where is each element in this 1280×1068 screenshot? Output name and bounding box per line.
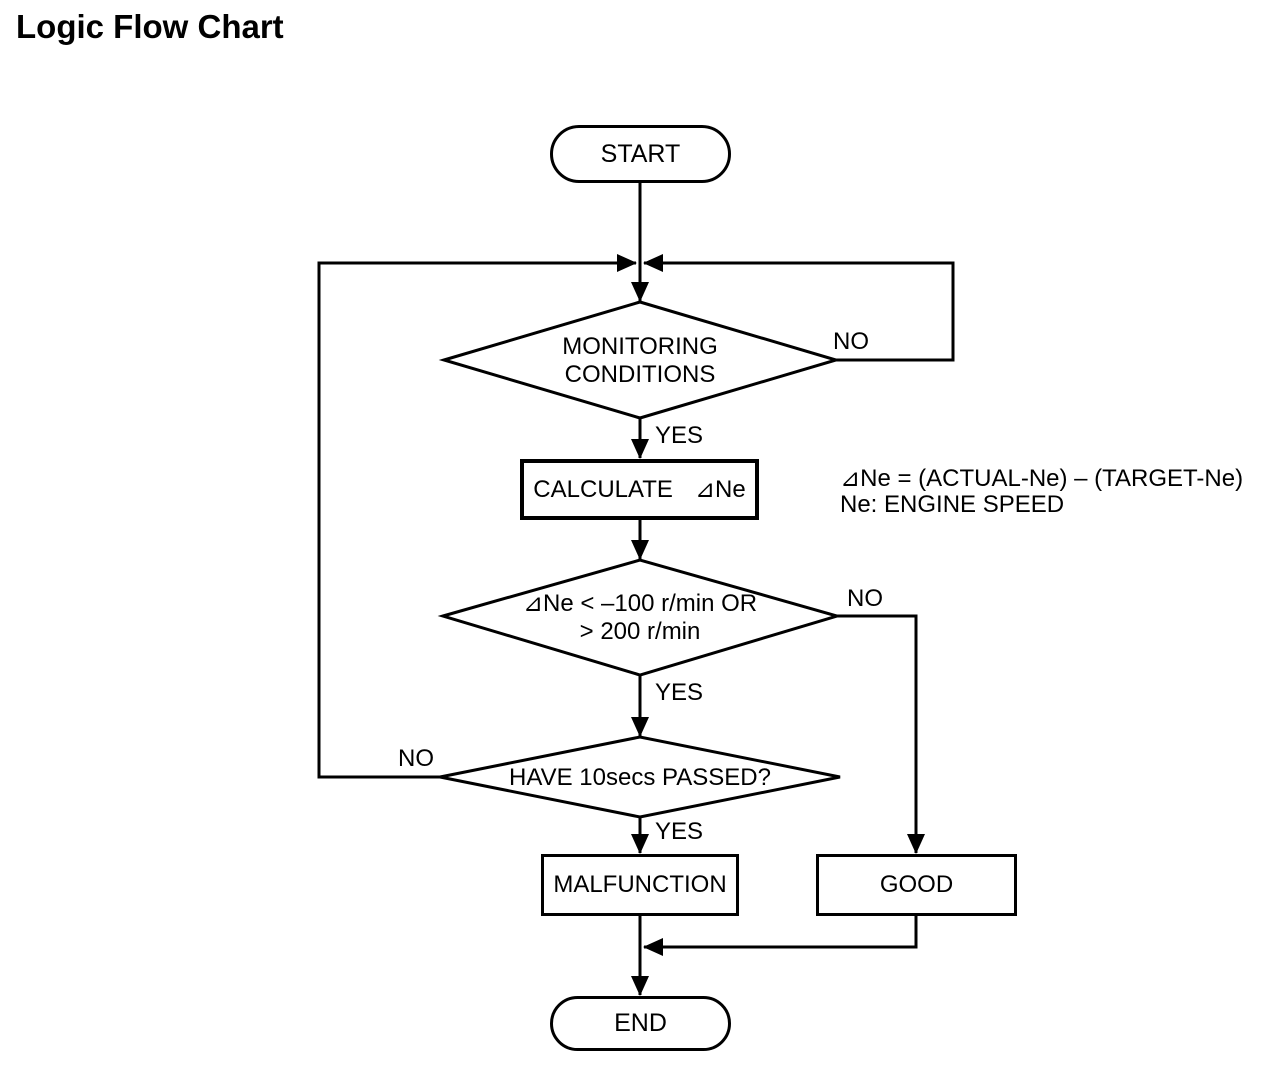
calculate-label-group: CALCULATE ⊿Ne <box>533 475 745 504</box>
edge-passed-no-loop <box>317 254 637 779</box>
page-title: Logic Flow Chart <box>16 8 284 45</box>
passed-decision-shape <box>439 735 841 819</box>
start-terminator: START <box>550 125 731 183</box>
edge-good-to-end <box>643 916 918 956</box>
end-terminator: END <box>550 996 731 1051</box>
edge-monitoring-no-loop <box>643 254 955 362</box>
good-process: GOOD <box>816 854 1017 916</box>
monitoring-yes-label: YES <box>655 422 704 449</box>
malfunction-process: MALFUNCTION <box>541 854 739 916</box>
threshold-yes-label: YES <box>655 679 704 706</box>
annotation-line1: ⊿Ne = (ACTUAL-Ne) – (TARGET-Ne) <box>840 465 1244 492</box>
threshold-decision-label: ⊿Ne < –100 r/min OR > 200 r/min <box>522 590 758 645</box>
monitoring-decision-label: MONITORING CONDITIONS <box>562 333 718 388</box>
annotation-note: ⊿Ne = (ACTUAL-Ne) – (TARGET-Ne) Ne: ENGI… <box>840 466 1243 518</box>
calculate-operand: ⊿Ne <box>694 476 746 503</box>
calculate-process: CALCULATE ⊿Ne <box>520 459 759 520</box>
passed-no-label: NO <box>398 745 434 772</box>
calculate-label: CALCULATE <box>533 476 673 503</box>
malfunction-label: MALFUNCTION <box>553 871 727 898</box>
passed-yes-label: YES <box>655 818 704 845</box>
monitoring-no-label: NO <box>833 328 869 355</box>
passed-decision-label: HAVE 10secs PASSED? <box>509 764 771 791</box>
edge-threshold-no <box>837 614 925 854</box>
good-label: GOOD <box>879 871 954 898</box>
threshold-no-label: NO <box>847 585 883 612</box>
start-label: START <box>600 139 681 168</box>
monitoring-decision-shape <box>438 300 842 420</box>
threshold-decision-shape <box>437 558 843 677</box>
annotation-line2: Ne: ENGINE SPEED <box>840 491 1065 518</box>
end-label: END <box>614 1009 667 1037</box>
